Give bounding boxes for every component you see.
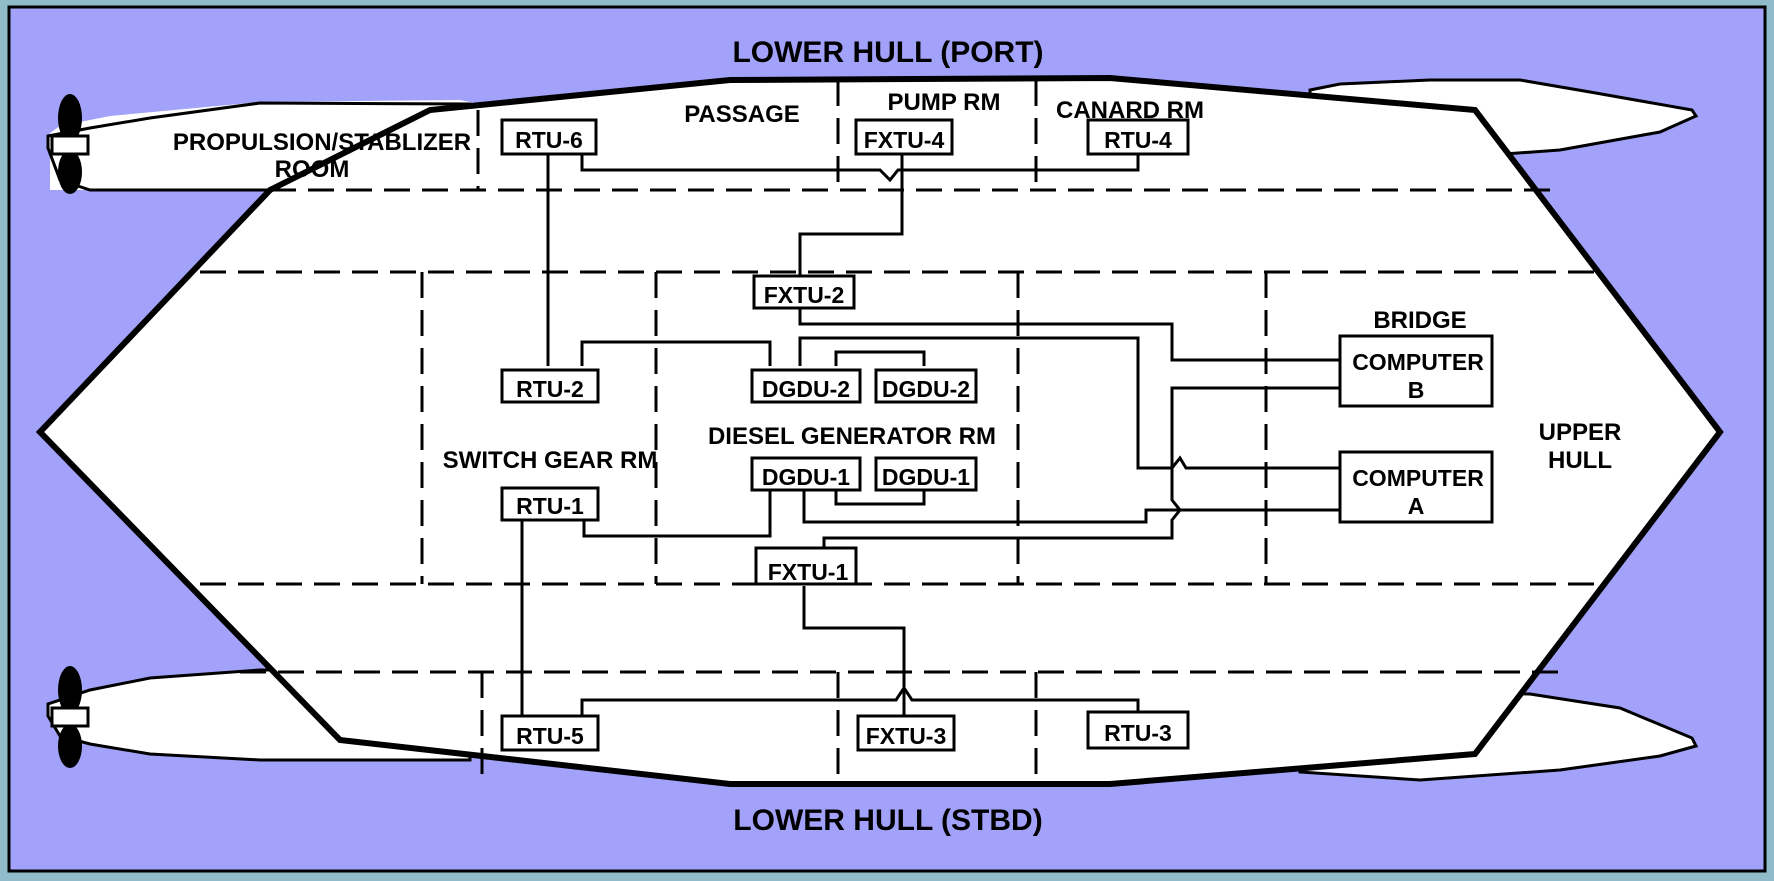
unit-dgdu2b: DGDU-2 [874, 368, 978, 404]
network-wiring [520, 150, 1340, 716]
svg-text:FXTU-4: FXTU-4 [864, 127, 945, 153]
upper-hull-label-2: HULL [1548, 447, 1612, 474]
computer-a: COMPUTER A [1338, 450, 1494, 524]
propeller-icon [50, 666, 90, 768]
svg-text:COMPUTER: COMPUTER [1352, 349, 1484, 375]
propulsion-room-label-2: ROOM [275, 156, 350, 183]
upper-hull-label: UPPER [1539, 419, 1622, 446]
upper-hull-outline [35, 74, 1724, 787]
unit-dgdu1b: DGDU-1 [874, 456, 978, 492]
unit-rtu1: RTU-1 [500, 486, 600, 522]
unit-fxtu3: FXTU-3 [856, 714, 956, 752]
svg-text:FXTU-1: FXTU-1 [768, 559, 849, 585]
svg-text:RTU-2: RTU-2 [516, 376, 584, 402]
unit-fxtu2: FXTU-2 [752, 274, 856, 310]
propeller-icon [50, 94, 90, 194]
unit-rtu6: RTU-6 [500, 118, 598, 156]
unit-dgdu2a: DGDU-2 [750, 368, 862, 404]
diesel-generator-room-label: DIESEL GENERATOR RM [708, 423, 996, 450]
svg-text:B: B [1408, 377, 1425, 403]
unit-rtu4: RTU-4 [1086, 118, 1190, 156]
unit-rtu3: RTU-3 [1086, 710, 1190, 750]
svg-text:RTU-5: RTU-5 [516, 723, 584, 749]
svg-text:COMPUTER: COMPUTER [1352, 465, 1484, 491]
svg-text:RTU-4: RTU-4 [1104, 127, 1172, 153]
svg-text:DGDU-1: DGDU-1 [762, 464, 850, 490]
unit-dgdu1a: DGDU-1 [750, 456, 862, 492]
port-hull-title: LOWER HULL (PORT) [732, 36, 1043, 69]
svg-text:DGDU-1: DGDU-1 [882, 464, 970, 490]
bridge-label: BRIDGE [1373, 307, 1466, 334]
unit-fxtu1: FXTU-1 [754, 546, 858, 586]
unit-fxtu4: FXTU-4 [854, 118, 954, 156]
svg-text:RTU-6: RTU-6 [515, 127, 583, 153]
svg-text:RTU-3: RTU-3 [1104, 720, 1172, 746]
svg-text:FXTU-3: FXTU-3 [866, 723, 947, 749]
stbd-hull-title: LOWER HULL (STBD) [733, 804, 1042, 837]
propulsion-room-label: PROPULSION/STABLIZER [173, 129, 471, 156]
passage-label: PASSAGE [684, 101, 800, 128]
svg-text:RTU-1: RTU-1 [516, 493, 584, 519]
svg-text:A: A [1408, 493, 1425, 519]
compartment-boundaries [200, 80, 1600, 784]
switch-gear-room-label: SWITCH GEAR RM [443, 447, 658, 474]
computer-b: COMPUTER B [1338, 334, 1494, 408]
unit-rtu5: RTU-5 [500, 714, 600, 752]
svg-text:DGDU-2: DGDU-2 [882, 376, 970, 402]
svg-text:FXTU-2: FXTU-2 [764, 282, 845, 308]
unit-rtu2: RTU-2 [500, 368, 600, 404]
svg-text:DGDU-2: DGDU-2 [762, 376, 850, 402]
pump-room-label: PUMP RM [888, 89, 1001, 116]
